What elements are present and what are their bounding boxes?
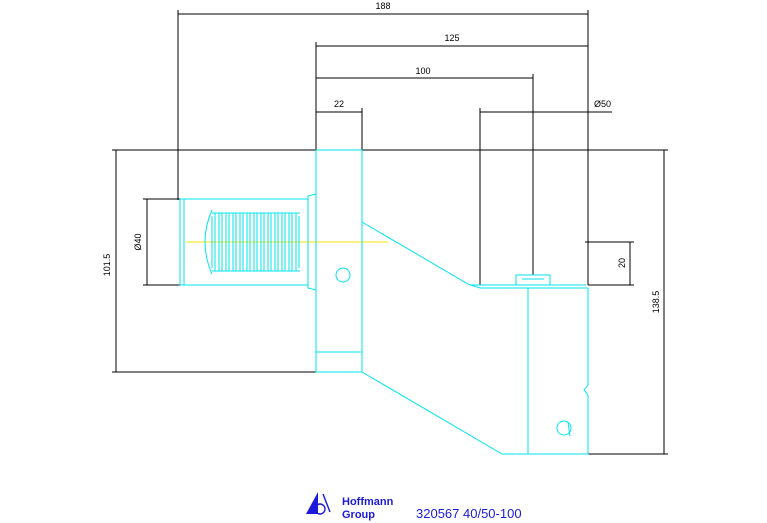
body-boss — [515, 274, 551, 286]
dimension-lines — [112, 10, 668, 455]
tool-holder-outline — [179, 149, 589, 455]
part-reference: 320567 40/50-100 — [416, 506, 522, 521]
dim-125: 125 — [444, 33, 459, 43]
dim-188: 188 — [375, 1, 390, 11]
dim-100: 100 — [415, 66, 430, 76]
hoffmann-logo: Hoffmann Group — [306, 492, 394, 521]
body — [361, 221, 589, 455]
title-block: Hoffmann Group 320567 40/50-100 — [306, 492, 522, 521]
dim-22: 22 — [334, 99, 344, 109]
dim-20: 20 — [617, 258, 627, 268]
logo-text-line1: Hoffmann — [342, 496, 394, 508]
body-hole — [556, 420, 572, 436]
dim-138-5: 138.5 — [651, 291, 661, 314]
logo-text-line2: Group — [342, 509, 375, 521]
dim-101-5: 101.5 — [102, 254, 112, 277]
logo-mark — [306, 492, 318, 514]
shank — [179, 198, 185, 286]
dim-diameter-50: Ø50 — [594, 99, 611, 109]
dim-diameter-40: Ø40 — [133, 233, 143, 250]
flange — [315, 149, 363, 373]
flange-hole — [335, 267, 351, 283]
serration-teeth — [211, 212, 300, 272]
dimension-texts: 188 125 100 22 Ø50 101.5 Ø40 138.5 20 — [102, 1, 661, 313]
